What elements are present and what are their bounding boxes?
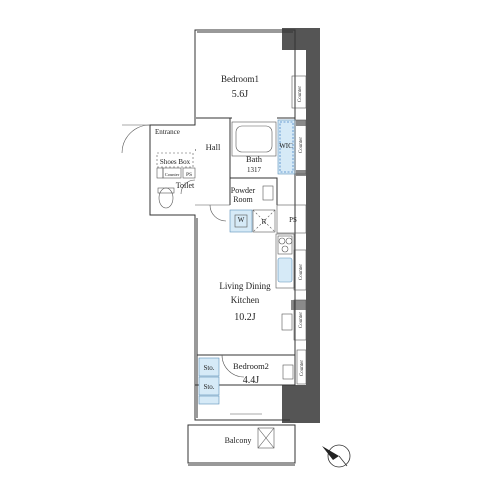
toilet-door-swing bbox=[180, 179, 196, 195]
balcony-hatch-cross bbox=[257, 427, 275, 449]
toilet-ps-box bbox=[182, 167, 196, 179]
burner-3 bbox=[281, 245, 289, 253]
bathtub-inner bbox=[235, 125, 273, 153]
ldk-label-1: Living Dining bbox=[219, 281, 271, 291]
bedroom2-counter-label: Counter bbox=[300, 360, 305, 376]
hall-label: Hall bbox=[206, 142, 221, 152]
wall-mark-1 bbox=[296, 120, 306, 126]
bath-label: Bath bbox=[246, 154, 263, 164]
washer-box bbox=[234, 214, 248, 228]
toilet-counter-label: Counter bbox=[165, 172, 180, 177]
kitchen-counter-label-box bbox=[293, 249, 307, 291]
burner-2 bbox=[285, 237, 293, 245]
bath-size: 1317 bbox=[247, 166, 262, 174]
kitchen-sink bbox=[277, 257, 293, 283]
wic-label: WIC bbox=[279, 142, 293, 150]
bedroom1-name: Bedroom1 bbox=[221, 74, 259, 84]
sto3-area bbox=[198, 395, 220, 405]
balcony-label: Balcony bbox=[225, 436, 252, 445]
fridge-box bbox=[252, 209, 276, 233]
kitchen-counter-label: Counter bbox=[299, 264, 304, 280]
toilet-sink-box bbox=[156, 167, 164, 179]
north-arrow-icon bbox=[322, 444, 351, 468]
bedroom1-counter-box bbox=[291, 75, 307, 109]
wall-mark-2 bbox=[296, 170, 306, 176]
ldk-counter-box bbox=[293, 299, 307, 341]
powder-room-sink bbox=[262, 185, 274, 201]
toilet-tank bbox=[157, 187, 175, 194]
powder-room-wall bbox=[230, 177, 278, 205]
fridge-cross bbox=[252, 209, 276, 233]
washer-label: W bbox=[238, 216, 245, 224]
bedroom2-counter-box bbox=[296, 349, 307, 385]
powder-door-swing bbox=[209, 204, 227, 222]
shoes-box-outline bbox=[156, 152, 194, 168]
powder-room-label-2: Room bbox=[233, 195, 253, 204]
toilet-bowl-icon bbox=[158, 187, 174, 209]
sto2-label: Sto. bbox=[203, 383, 214, 391]
entrance-label: Entrance bbox=[155, 128, 180, 136]
washer-area bbox=[229, 209, 253, 233]
balcony-outline bbox=[187, 424, 296, 464]
powder-room-label-1: Powder bbox=[231, 186, 256, 195]
column-bottom-right bbox=[282, 385, 320, 423]
sto2-area bbox=[198, 376, 220, 396]
ldk-counter-label: Counter bbox=[299, 312, 304, 328]
wic-counter-label: Counter bbox=[299, 137, 304, 153]
bedroom1-size: 5.6J bbox=[232, 89, 249, 100]
burner-1 bbox=[278, 237, 286, 245]
wall-right-structure bbox=[306, 28, 320, 423]
toilet-ps-label: PS bbox=[186, 172, 192, 178]
stove-box bbox=[277, 235, 293, 255]
sto1-label: Sto. bbox=[203, 364, 214, 372]
bedroom2-small-box bbox=[282, 364, 294, 380]
bedroom2-label: Bedroom2 bbox=[233, 361, 269, 371]
bedroom1-counter-label: Counter bbox=[298, 86, 303, 102]
ldk-label-2: Kitchen bbox=[231, 295, 260, 305]
wic-counter-box bbox=[294, 119, 307, 175]
ps-right-label: PS bbox=[289, 216, 297, 224]
ldk-small-box bbox=[281, 313, 293, 331]
shoes-box-label: Shoes Box bbox=[160, 158, 191, 166]
bedroom2-size: 4.4J bbox=[243, 375, 260, 386]
bathtub-outline bbox=[231, 121, 277, 157]
entrance-door-swing bbox=[121, 124, 151, 154]
ldk-size: 10.2J bbox=[234, 312, 256, 323]
toilet-label: Toilet bbox=[176, 181, 195, 190]
wall-right-notch bbox=[291, 300, 306, 310]
sto1-area bbox=[198, 357, 220, 377]
fridge-label: R bbox=[262, 218, 267, 226]
ps-right-box bbox=[276, 204, 307, 234]
balcony-hatch bbox=[257, 427, 275, 449]
bedroom2-door-swing bbox=[221, 354, 245, 378]
